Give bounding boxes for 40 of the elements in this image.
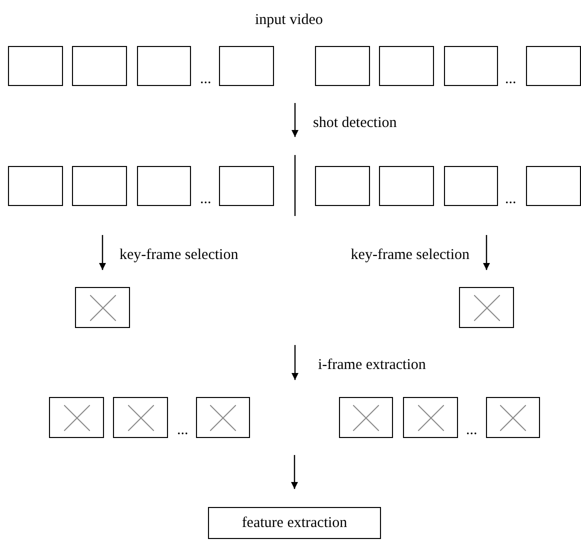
image-placeholder (339, 397, 393, 438)
arrow (483, 235, 490, 270)
step-label: shot detection (313, 114, 397, 132)
frame-box (444, 46, 498, 86)
frame-box (8, 166, 63, 206)
frame-box (72, 166, 127, 206)
ellipsis: ... (200, 70, 212, 88)
frame-box (315, 166, 370, 206)
edge-label: key-frame selection (350, 246, 470, 264)
image-placeholder (75, 287, 130, 328)
frame-box (219, 166, 274, 206)
frame-box (315, 46, 370, 86)
box-label: feature extraction (242, 514, 348, 532)
ellipsis: ... (505, 70, 516, 88)
frame-box (379, 46, 434, 86)
frame-box (72, 46, 127, 86)
step-label: i-frame extraction (318, 356, 426, 374)
image-placeholder (459, 287, 514, 328)
frame-box (137, 166, 191, 206)
image-placeholder (486, 397, 540, 438)
process-box (208, 507, 381, 539)
image-placeholder (196, 397, 250, 438)
ellipsis: ... (466, 421, 478, 439)
step-label: input video (255, 11, 323, 29)
ellipsis: ... (505, 190, 516, 208)
arrow (291, 455, 298, 489)
ellipsis: ... (177, 421, 188, 439)
frame-box (444, 166, 498, 206)
edge-label: key-frame selection (120, 246, 238, 264)
frame-box (526, 46, 581, 86)
frame-box (137, 46, 191, 86)
frame-box (526, 166, 581, 206)
frame-box (8, 46, 63, 86)
frame-box (219, 46, 274, 86)
image-placeholder (113, 397, 168, 438)
image-placeholder (403, 397, 458, 438)
image-placeholder (49, 397, 104, 438)
frame-box (379, 166, 434, 206)
arrow (99, 235, 106, 270)
ellipsis: ... (200, 190, 212, 208)
